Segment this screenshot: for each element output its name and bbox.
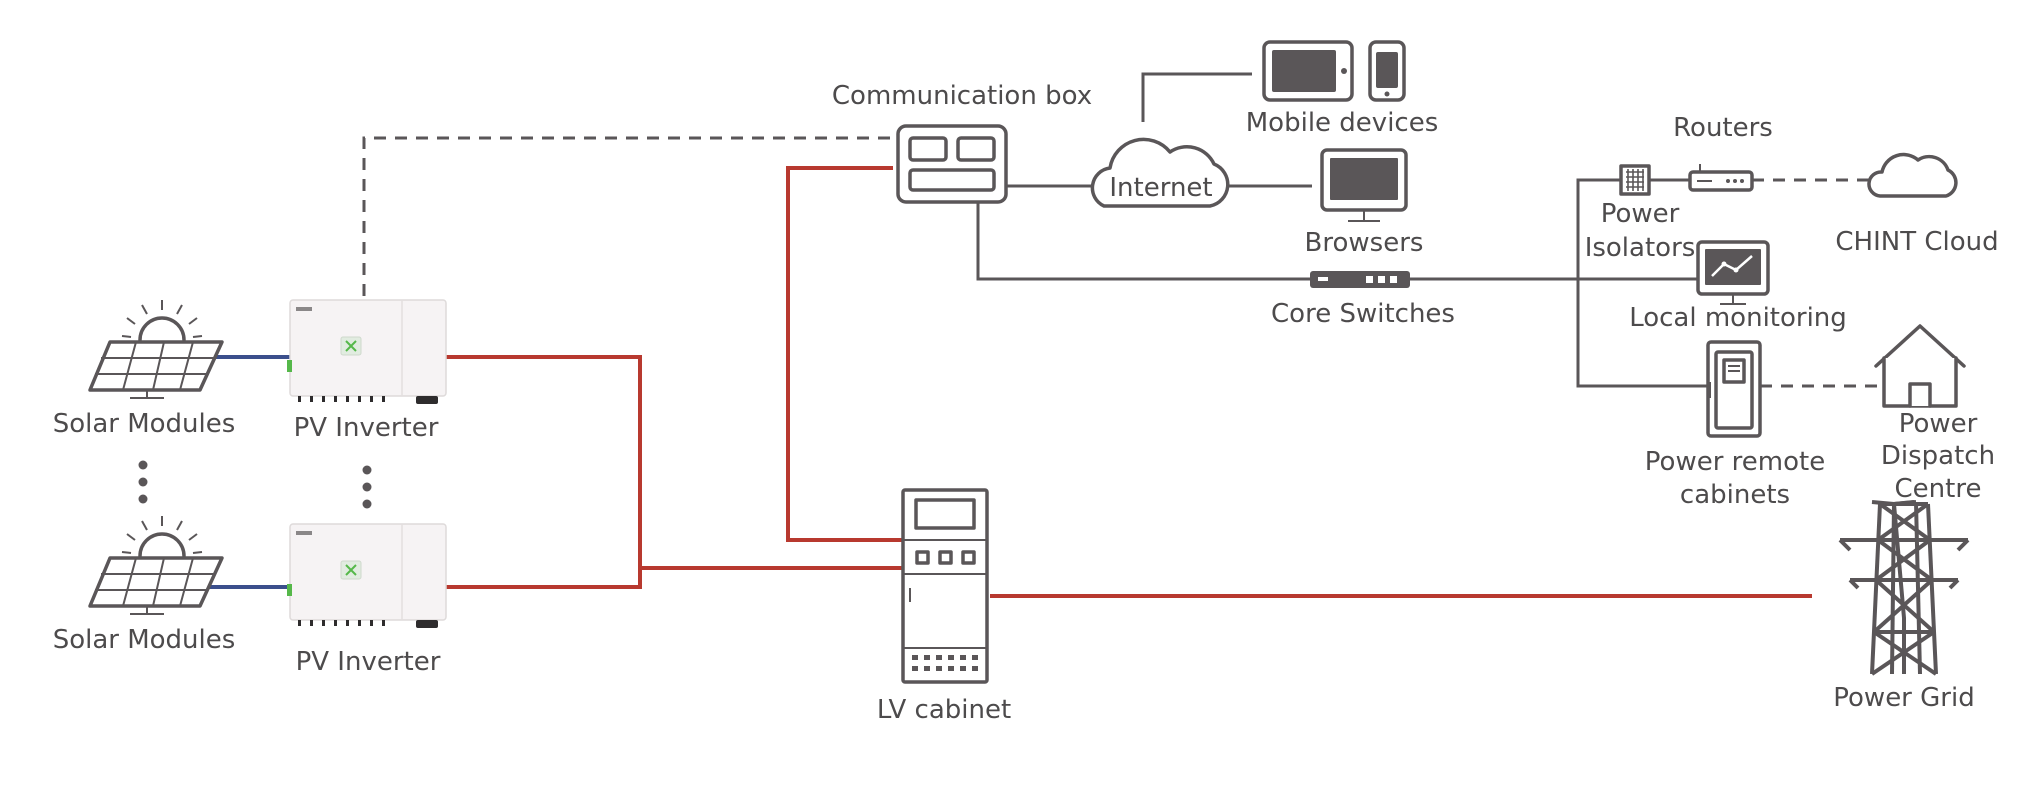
communication-box-icon xyxy=(896,124,1008,204)
pv-inverter-label: PV Inverter xyxy=(294,413,439,443)
power-remote-cabinet-icon xyxy=(1706,340,1762,438)
pv-inverter-label-2: PV Inverter xyxy=(296,647,441,677)
solar-modules-label-2: Solar Modules xyxy=(53,625,236,655)
mobile-devices-label: Mobile devices xyxy=(1246,108,1439,138)
lv-cabinet-label: LV cabinet xyxy=(877,695,1011,725)
routers-label: Routers xyxy=(1673,113,1773,143)
power-dispatch-label-1: Power xyxy=(1899,409,1978,439)
inverter-comm-line xyxy=(362,136,893,296)
power-isolator-icon xyxy=(1619,164,1651,196)
chint-cloud-label: CHINT Cloud xyxy=(1835,227,1998,257)
internet-label: Internet xyxy=(1109,173,1212,203)
cloud-icon xyxy=(1867,152,1958,198)
lv-cabinet-icon xyxy=(901,488,989,684)
phone-icon xyxy=(1368,40,1406,102)
pv-inverter-icon xyxy=(287,299,447,404)
more-modules-dots xyxy=(138,460,372,509)
communication-box-label: Communication box xyxy=(832,81,1092,111)
browsers-label: Browsers xyxy=(1305,228,1424,258)
pv-inverter-icon xyxy=(287,523,447,628)
solar-module-icon xyxy=(88,300,224,399)
internet-cloud-icon xyxy=(1090,137,1230,208)
power-dispatch-label-2: Dispatch xyxy=(1881,441,1995,471)
browser-monitor-icon xyxy=(1320,148,1408,222)
core-switch-icon xyxy=(1310,271,1410,288)
local-monitoring-icon xyxy=(1696,240,1770,305)
power-grid-tower-icon xyxy=(1838,500,1970,676)
power-remote-cabinets-label-2: cabinets xyxy=(1680,480,1790,510)
solar-modules-label: Solar Modules xyxy=(53,409,236,439)
core-switches-label: Core Switches xyxy=(1271,299,1455,329)
solar-module-icon xyxy=(88,516,224,615)
tablet-icon xyxy=(1262,40,1354,102)
power-dispatch-label-3: Centre xyxy=(1895,474,1982,504)
line-commbox-switch xyxy=(976,200,1310,281)
local-monitoring-label: Local monitoring xyxy=(1629,303,1847,333)
line-internet-mobile xyxy=(1141,72,1252,122)
house-icon xyxy=(1874,324,1966,408)
power-isolators-label-1: Power xyxy=(1601,199,1680,229)
power-grid-label: Power Grid xyxy=(1833,683,1974,713)
power-remote-cabinets-label-1: Power remote xyxy=(1645,447,1825,477)
line-network-bus xyxy=(1576,178,1708,388)
ac-line-comm-box xyxy=(786,166,906,542)
inverter-ac-bus xyxy=(446,355,642,589)
power-isolators-label-2: Isolators xyxy=(1585,233,1696,263)
router-icon xyxy=(1688,164,1754,192)
